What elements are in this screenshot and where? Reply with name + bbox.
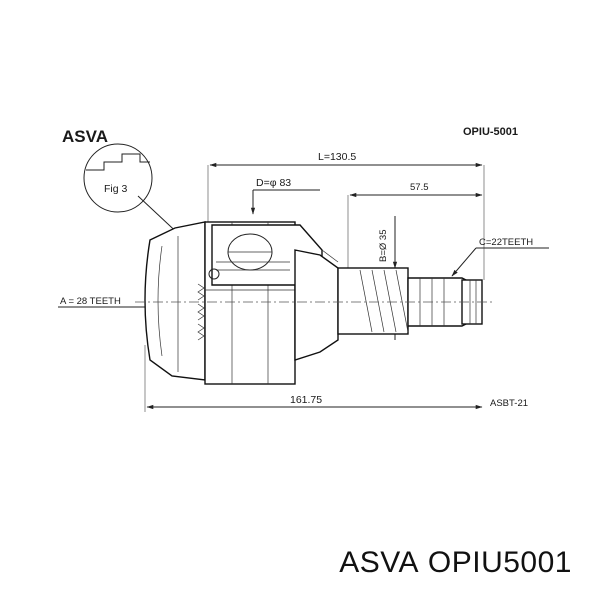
part-number-top: OPIU-5001: [463, 126, 518, 138]
dim-diameter-D-label: D=φ 83: [256, 177, 291, 189]
dim-teeth-C: C=22TEETH: [451, 237, 549, 277]
dim-length-L-label: L=130.5: [318, 151, 356, 163]
dim-teeth-C-label: C=22TEETH: [479, 237, 533, 248]
dim-length-57-label: 57.5: [410, 182, 429, 193]
dim-length-57: 57.5: [347, 182, 483, 272]
dim-diameter-D: D=φ 83: [250, 177, 320, 215]
caption-brand: ASVA: [339, 546, 420, 579]
dim-overall-label: 161.75: [290, 394, 322, 406]
fig3-label: Fig 3: [104, 183, 128, 195]
dim-teeth-A-label: A = 28 TEETH: [60, 296, 121, 307]
ref-code: ASBT-21: [490, 398, 528, 409]
dim-length-L: L=130.5: [207, 151, 485, 280]
brand-logo: ASVA: [62, 127, 108, 146]
dim-diameter-B-label: B=Ø 35: [378, 230, 389, 262]
caption-part: OPIU5001: [427, 546, 572, 579]
cv-joint-body: [144, 221, 483, 385]
bottom-caption: ASVA OPIU5001: [339, 546, 572, 580]
dim-overall: 161.75: [144, 345, 483, 412]
